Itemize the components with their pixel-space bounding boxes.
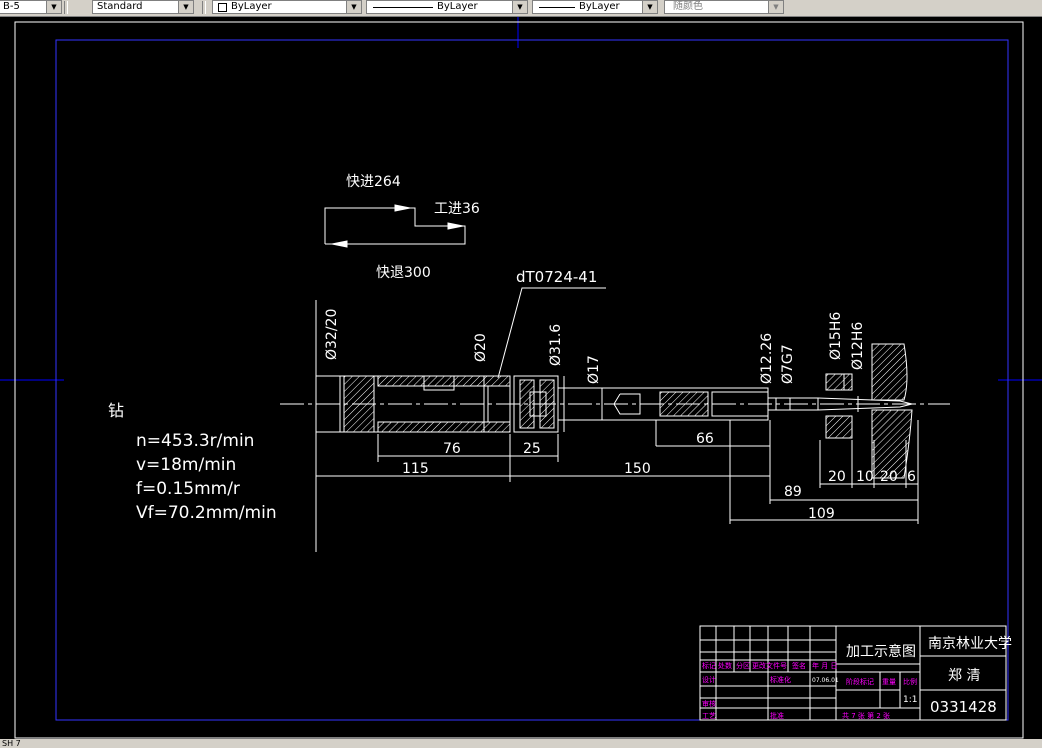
feed-rapid-in-label: 快进264	[346, 174, 401, 190]
tool-code-label: dT0724-41	[516, 268, 597, 286]
chevron-down-icon[interactable]: ▼	[46, 1, 61, 13]
title-block: 标记 处数 分区 更改文件号 签名 年 月 日 设计 标准化 阶段标记 重量 比…	[699, 625, 1012, 721]
sheet-inner-frame	[55, 39, 1009, 721]
dim-6: 6	[907, 469, 916, 485]
leader-line	[497, 287, 606, 379]
feed-work-label: 工进36	[434, 201, 480, 217]
tb-header-process: 工艺	[702, 712, 716, 720]
tb-designer: 郑 清	[948, 668, 980, 684]
tb-sheets: 共 7 张 第 2 张	[842, 711, 890, 720]
plotstyle-combo[interactable]: 随颜色 ▼	[664, 0, 784, 14]
param-spindle-speed: n=453.3r/min	[136, 431, 254, 451]
tool-assembly	[315, 343, 913, 479]
dim-115: 115	[402, 461, 429, 477]
dimstyle-combo[interactable]: B-5 ▼	[0, 0, 62, 14]
lineweight-value: ByLayer	[579, 1, 620, 12]
dim-d32-20: Ø32/20	[324, 309, 340, 360]
status-bar: SH 7	[0, 739, 1042, 748]
plotstyle-value: 随颜色	[673, 1, 703, 12]
tb-header-check: 审核	[702, 699, 716, 708]
tb-number: 0331428	[930, 698, 997, 716]
dim-d17: Ø17	[586, 355, 602, 384]
color-swatch-icon	[218, 3, 227, 12]
feed-diagram	[324, 204, 466, 248]
textstyle-combo[interactable]: Standard ▼	[92, 0, 194, 14]
tb-school: 南京林业大学	[928, 636, 1012, 652]
param-feed-rate: Vf=70.2mm/min	[136, 503, 277, 523]
dim-89: 89	[784, 484, 802, 500]
dimension-lines	[315, 300, 919, 552]
chevron-down-icon[interactable]: ▼	[768, 1, 783, 13]
chevron-down-icon[interactable]: ▼	[642, 1, 657, 13]
dim-109: 109	[808, 506, 835, 522]
tb-header-count: 处数	[718, 661, 732, 670]
feed-rapid-out-label: 快退300	[376, 265, 431, 281]
operation-label: 钻	[108, 401, 124, 420]
tb-header-design: 设计	[702, 675, 716, 684]
tb-drawing-title: 加工示意图	[846, 643, 916, 660]
param-feed: f=0.15mm/r	[136, 479, 240, 499]
color-combo[interactable]: ByLayer ▼	[212, 0, 362, 14]
tb-scale: 1:1	[903, 695, 917, 705]
dimstyle-value: B-5	[3, 1, 20, 12]
dim-66: 66	[696, 431, 714, 447]
cad-drawing[interactable]: 快进264 工进36 快退300 dT0724-41	[0, 17, 1042, 739]
color-value: ByLayer	[231, 1, 272, 12]
dim-150: 150	[624, 461, 651, 477]
linetype-combo[interactable]: ByLayer ▼	[366, 0, 528, 14]
dim-d7g7: Ø7G7	[780, 344, 796, 384]
dim-d12h6: Ø12H6	[850, 322, 866, 370]
dim-76: 76	[443, 441, 461, 457]
dim-d12-26: Ø12.26	[759, 333, 775, 384]
dim-20b: 20	[880, 469, 898, 485]
tb-header-stage: 阶段标记	[846, 677, 874, 686]
chevron-down-icon[interactable]: ▼	[178, 1, 193, 13]
tb-header-weight: 重量	[882, 678, 896, 686]
lineweight-combo[interactable]: ByLayer ▼	[532, 0, 658, 14]
dim-d20: Ø20	[473, 333, 489, 362]
dim-d31-6: Ø31.6	[548, 324, 564, 366]
toolbar-separator	[202, 1, 206, 14]
tb-date-value: 07.06.01	[812, 677, 839, 684]
dim-20a: 20	[828, 469, 846, 485]
param-cutting-speed: v=18m/min	[136, 455, 236, 475]
toolbar-separator	[64, 1, 68, 14]
tb-header-zone: 分区	[736, 661, 750, 670]
tb-header-date: 年 月 日	[812, 661, 837, 670]
tb-header-approve: 批准	[770, 711, 784, 720]
sheet-outer-frame	[14, 21, 1024, 739]
dim-25: 25	[523, 441, 541, 457]
drawing-canvas[interactable]: 快进264 工进36 快退300 dT0724-41	[0, 17, 1042, 739]
tb-header-ratio: 比例	[903, 677, 917, 686]
dim-d15h6: Ø15H6	[828, 312, 844, 360]
tb-header-doc: 更改文件号	[752, 661, 787, 670]
chevron-down-icon[interactable]: ▼	[512, 1, 527, 13]
lineweight-preview-icon	[539, 7, 575, 8]
tb-header-mark: 标记	[702, 661, 716, 670]
chevron-down-icon[interactable]: ▼	[346, 1, 361, 13]
properties-toolbar: B-5 ▼ Standard ▼ ByLayer ▼ ByLayer ▼ ByL…	[0, 0, 1042, 17]
dim-10: 10	[856, 469, 874, 485]
tb-header-sign: 签名	[792, 661, 806, 670]
textstyle-value: Standard	[97, 1, 143, 12]
status-coords: SH 7	[2, 739, 21, 748]
tb-header-std: 标准化	[770, 675, 791, 684]
linetype-value: ByLayer	[437, 1, 478, 12]
linetype-preview-icon	[373, 7, 433, 8]
